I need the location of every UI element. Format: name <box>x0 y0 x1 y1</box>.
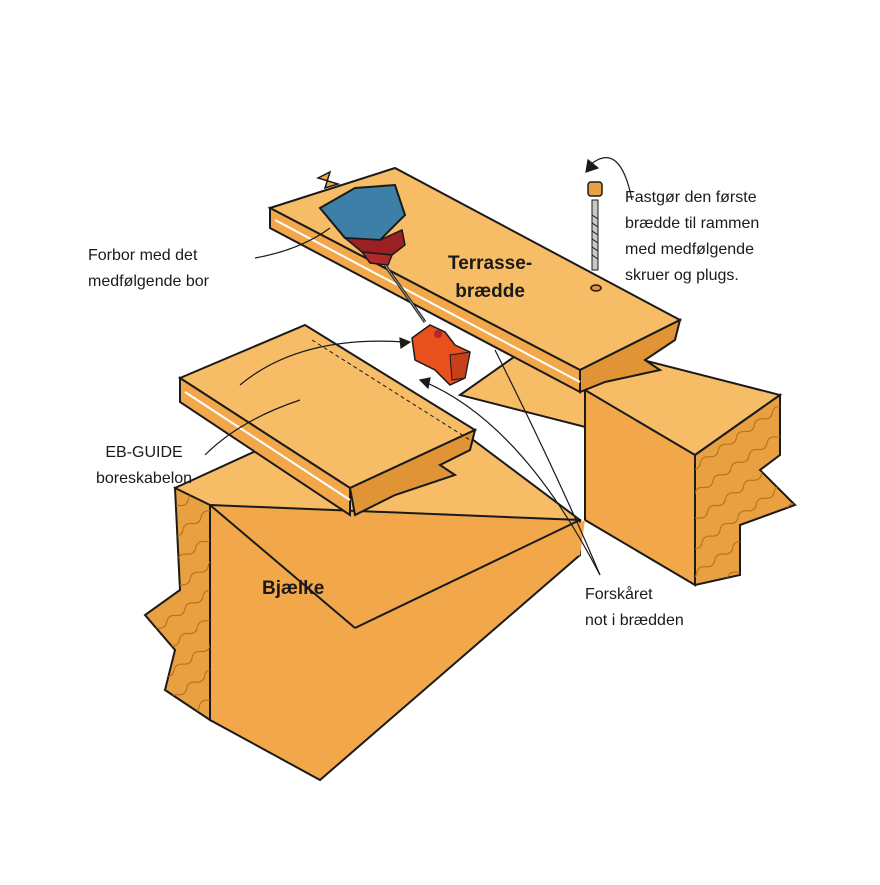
predrill-label: Forbor med det medfølgende bor <box>88 243 209 295</box>
groove-label-line-1: Forskåret <box>585 586 653 603</box>
joist-label-line-1: Bjælke <box>262 578 325 599</box>
guide-label: EB-GUIDE boreskabelon <box>96 440 192 492</box>
leader-lines <box>204 157 633 576</box>
deck-board-label-line-2: brædde <box>455 281 525 302</box>
deck-board-label-line-1: Terrasse- <box>448 253 533 274</box>
lower-deck-board <box>177 323 478 517</box>
fasten-label-line-2: brædde til rammen <box>625 215 760 232</box>
groove-label-line-2: not i brædden <box>585 612 684 629</box>
plug-icon <box>587 181 603 197</box>
guide-label-line-2: boreskabelon <box>96 470 193 487</box>
eb-guide-icon <box>411 324 471 386</box>
joist-label: Bjælke <box>262 575 324 603</box>
groove-label: Forskåret not i brædden <box>585 582 684 634</box>
predrill-label-line-1: Forbor med det <box>88 247 198 264</box>
fasten-label-line-1: Fastgør den første <box>625 189 757 206</box>
fasten-label: Fastgør den første brædde til rammen med… <box>625 185 759 289</box>
screw-icon <box>591 199 599 271</box>
guide-label-line-1: EB-GUIDE <box>105 444 183 461</box>
predrill-label-line-2: medfølgende bor <box>88 273 209 290</box>
fasten-label-line-3: med medfølgende <box>625 241 754 258</box>
fasten-label-line-4: skruer og plugs. <box>625 267 739 284</box>
drill-icon <box>318 183 427 323</box>
deck-board-label: Terrasse- brædde <box>448 250 532 306</box>
